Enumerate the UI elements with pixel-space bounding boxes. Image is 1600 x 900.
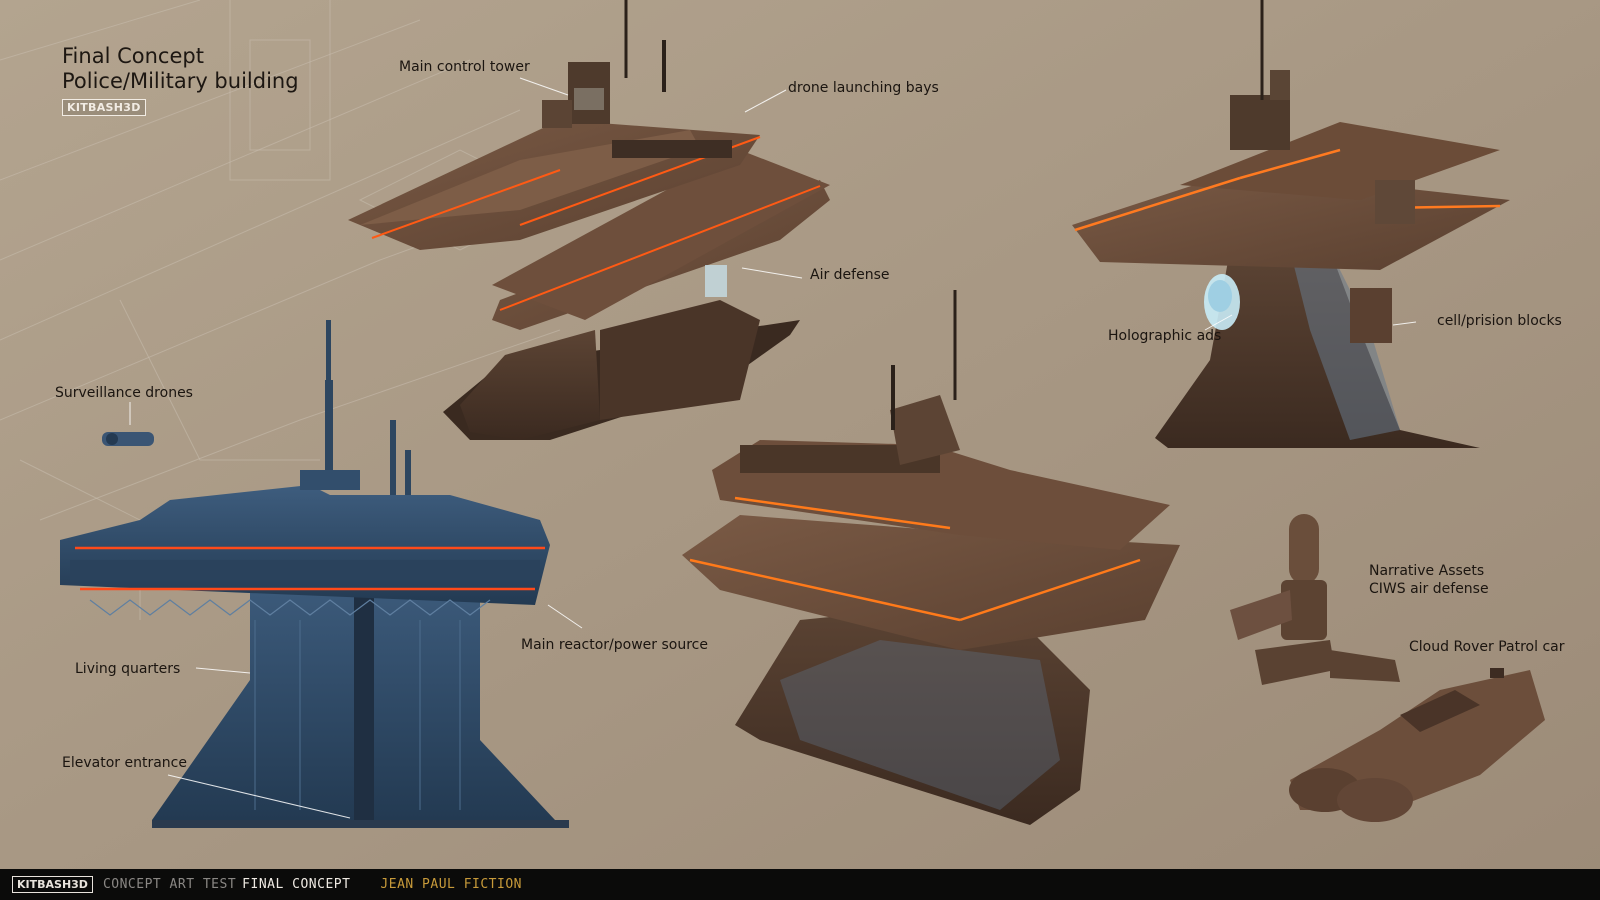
ciws-turret-shape [1230,514,1400,685]
title-line-2: Police/Military building [62,69,299,93]
callout-main-control-tower: Main control tower [399,59,530,75]
footer-kitbash-logo: KITBASH3D [12,876,93,893]
footer-concept-art-test: CONCEPT ART TEST [102,877,237,892]
footer-final-concept: FINAL CONCEPT [242,877,351,892]
building-top-view [348,0,830,440]
callout-surveillance-drones: Surveillance drones [55,385,193,401]
kitbash-logo-badge: KITBASH3D [62,99,146,116]
building-tower-view [1072,0,1510,448]
building-bottom-view [682,290,1180,825]
callout-cloud-rover-patrol-car: Cloud Rover Patrol car [1409,639,1565,655]
patrol-car-shape [1289,668,1545,822]
callout-air-defense: Air defense [810,267,890,283]
sheet-header: Final Concept Police/Military building K… [62,44,299,116]
callout-drone-launching-bays: drone launching bays [788,80,939,96]
callout-holographic-ads: Holographic ads [1108,328,1222,344]
callout-main-reactor: Main reactor/power source [521,637,708,653]
footer-artist-credit: JEAN PAUL FICTION [380,877,522,892]
footer-bar: KITBASH3D CONCEPT ART TEST FINAL CONCEPT… [0,869,1600,900]
callout-elevator-entrance: Elevator entrance [62,755,187,771]
callout-living-quarters: Living quarters [75,661,181,677]
title-line-1: Final Concept [62,44,204,68]
callout-leaders [129,77,1417,819]
callout-narrative-assets: Narrative Assets CIWS air defense [1369,563,1489,597]
building-side-blueprint [60,320,569,828]
callout-cell-prision-blocks: cell/prision blocks [1437,313,1562,329]
surveillance-drone-shape [102,432,154,446]
